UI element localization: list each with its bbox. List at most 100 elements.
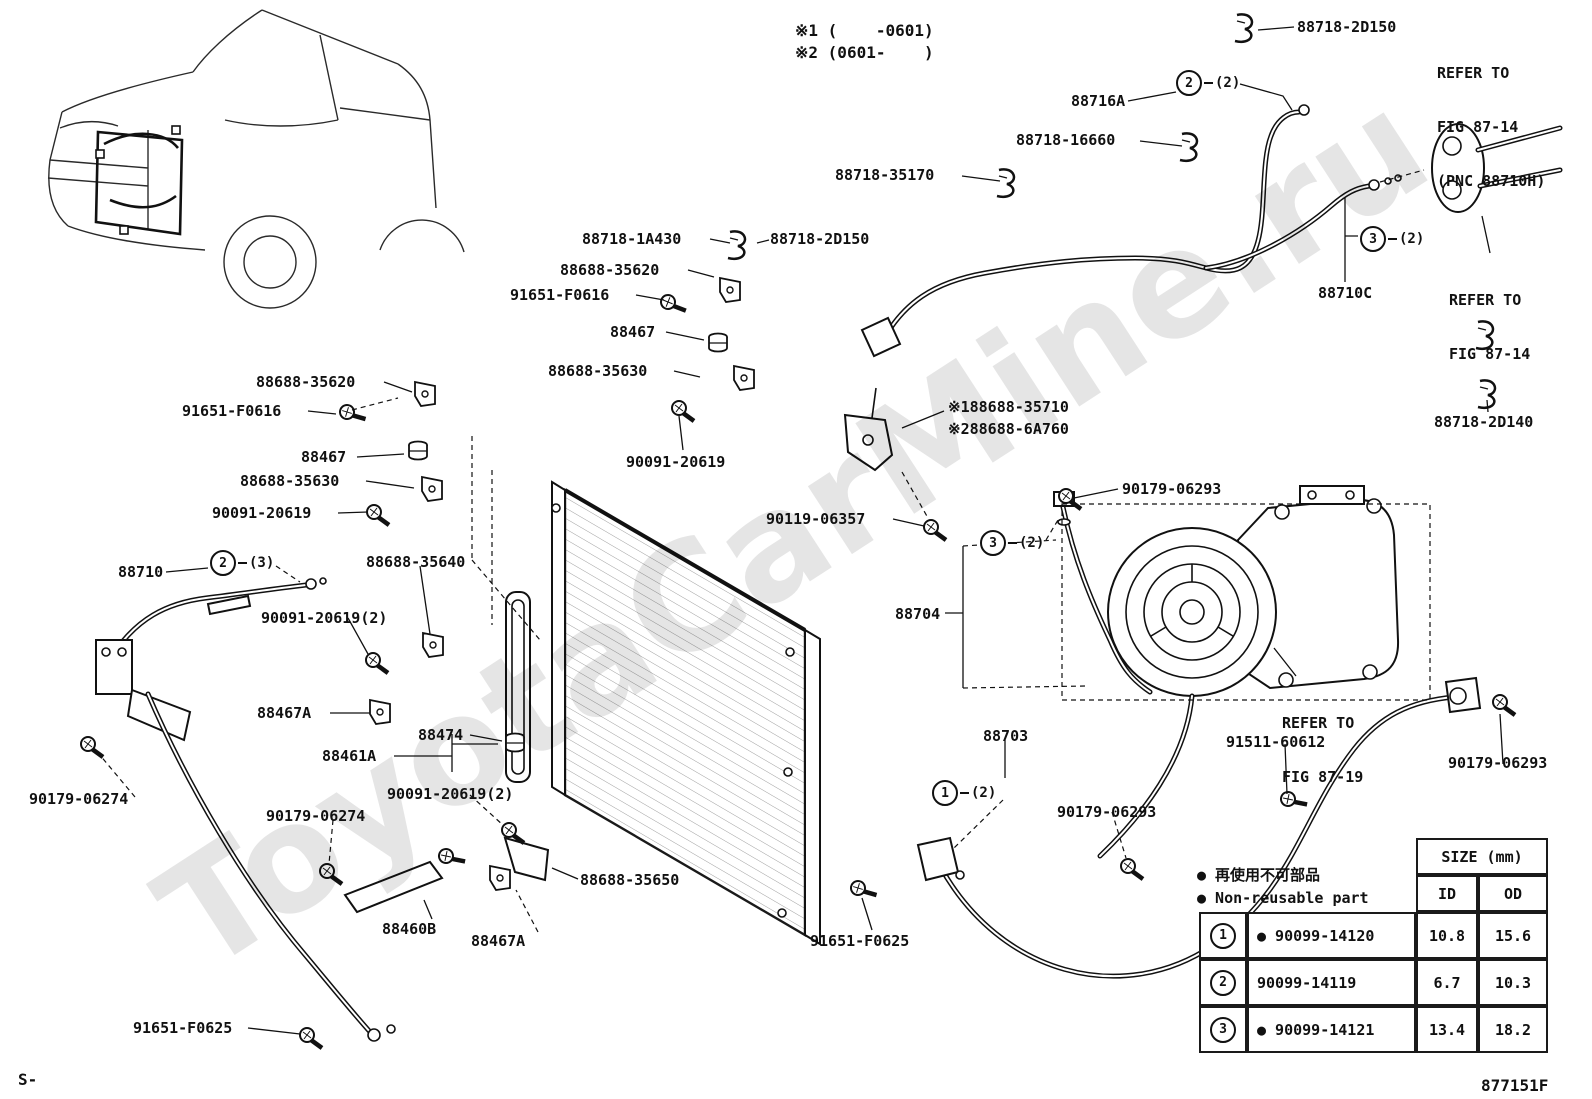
part-label-88688-6a760: ※288688-6A760 [948, 420, 1069, 438]
compressor [1107, 485, 1400, 697]
leader-lines-solid [165, 26, 1504, 1035]
size-table: SIZE (mm) ID OD 1 ● 90099-14120 10.8 15.… [1199, 838, 1548, 1053]
part-label-88710: 88710 [118, 563, 164, 581]
refer-line: REFER TO [1449, 291, 1522, 309]
callout-marker-1: 1 (2) [932, 780, 996, 806]
marker-dash [238, 562, 247, 564]
bottom-pipe [145, 691, 396, 1042]
marker-qty: (2) [1399, 231, 1425, 247]
callout-marker-2b: 2 (3) [210, 550, 274, 576]
part-label-91511-60612: 91511-60612 [1226, 733, 1326, 751]
marker-dash [1388, 238, 1397, 240]
part-label-88718-2d140: 88718-2D140 [1434, 413, 1534, 431]
size-table-col-od: OD [1478, 875, 1548, 912]
part-label-88718-2d150-top: 88718-2D150 [1297, 18, 1397, 36]
part-label-88474: 88474 [418, 726, 464, 744]
callout-marker-2: 2 (2) [1176, 70, 1240, 96]
size-table-row3-od: 18.2 [1478, 1006, 1548, 1053]
part-label-90119-06357: 90119-06357 [766, 510, 866, 528]
pipe-bracket-88688 [843, 387, 894, 472]
circled-number: 1 [1210, 922, 1236, 949]
size-table-row1-id: 10.8 [1416, 912, 1478, 959]
refer-hose-plate [1431, 123, 1563, 213]
size-table-row2-num: 2 [1199, 959, 1247, 1006]
circled-number: 2 [210, 550, 236, 576]
circled-number: 3 [1210, 1016, 1236, 1043]
bracket-88688-35650 [503, 836, 550, 882]
refer-line: FIG 87-14 [1449, 345, 1531, 363]
part-label-91651-f0616-left: 91651-F0616 [182, 402, 282, 420]
part-label-91651-f0616-mid: 91651-F0616 [510, 286, 610, 304]
refer-line: REFER TO [1437, 64, 1510, 82]
refer-note-fig87-14-pnc: REFER TO FIG 87-14 (PNC 88710H) [1437, 28, 1545, 226]
size-table-row2-od: 10.3 [1478, 959, 1548, 1006]
size-table-row2-part: 90099-14119 [1247, 959, 1416, 1006]
size-table-row1-num: 1 [1199, 912, 1247, 959]
part-label-88688-35620-mid: 88688-35620 [560, 261, 660, 279]
applicability-note-1: ※1 ( -0601) [795, 21, 934, 40]
part-label-90179-06293-mid: 90179-06293 [1057, 803, 1157, 821]
part-label-88688-35630-left: 88688-35630 [240, 472, 340, 490]
marker-qty: (2) [971, 785, 997, 801]
refer-note-fig87-14: REFER TO FIG 87-14 [1449, 255, 1530, 399]
part-label-88718-2d150-mid: 88718-2D150 [770, 230, 870, 248]
size-table-col-id: ID [1416, 875, 1478, 912]
marker-qty: (2) [1019, 535, 1045, 551]
callout-marker-3b: 3(2) [980, 530, 1044, 556]
refer-line: FIG 87-19 [1282, 768, 1364, 786]
refer-line: REFER TO [1282, 714, 1355, 732]
discharge-pipe-88710c [860, 104, 1402, 358]
part-label-88688-35620-left: 88688-35620 [256, 373, 356, 391]
part-label-90179-06293-top: 90179-06293 [1122, 480, 1222, 498]
part-label-88467-mid: 88467 [610, 323, 656, 341]
size-table-row1-part: ● 90099-14120 [1247, 912, 1416, 959]
part-label-90179-06274-mid: 90179-06274 [266, 807, 366, 825]
footer-prefix: S- [18, 1070, 38, 1089]
part-label-90091-20619-center: 90091-20619 [626, 453, 726, 471]
part-label-88688-35710: ※188688-35710 [948, 398, 1069, 416]
circled-number: 2 [1210, 969, 1236, 996]
part-label-88718-1a430: 88718-1A430 [582, 230, 682, 248]
marker-qty: (2) [1215, 75, 1241, 91]
part-label-90091-20619-left: 90091-20619 [212, 504, 312, 522]
size-table-row3-part: ● 90099-14121 [1247, 1006, 1416, 1053]
assembly-dashed-box [1061, 503, 1431, 701]
size-table-title: SIZE (mm) [1416, 838, 1548, 875]
clutch-pulley [1107, 527, 1277, 697]
refer-line: FIG 87-14 [1437, 118, 1519, 136]
marker-dash [1008, 542, 1017, 544]
marker-dash [1204, 82, 1213, 84]
marker-qty: (3) [249, 555, 275, 571]
bracket-88460b [343, 860, 444, 914]
circled-number: 2 [1176, 70, 1202, 96]
part-label-88460b: 88460B [382, 920, 437, 938]
part-label-90091-20619-2a: 90091-20619(2) [261, 609, 388, 627]
part-label-90091-20619-2b: 90091-20619(2) [387, 785, 514, 803]
size-table-row1-od: 15.6 [1478, 912, 1548, 959]
size-table-row3-num: 3 [1199, 1006, 1247, 1053]
refer-line: (PNC 88710H) [1437, 172, 1546, 190]
refer-note-fig87-19: REFER TO FIG 87-19 [1282, 678, 1363, 822]
size-table-row2-id: 6.7 [1416, 959, 1478, 1006]
size-table-row3-id: 13.4 [1416, 1006, 1478, 1053]
part-label-88688-35640: 88688-35640 [366, 553, 466, 571]
part-label-88718-16660: 88718-16660 [1016, 131, 1116, 149]
part-label-90179-06274-left: 90179-06274 [29, 790, 129, 808]
part-label-91651-f0625-mid: 91651-F0625 [810, 932, 910, 950]
part-label-91651-f0625-bottom: 91651-F0625 [133, 1019, 233, 1037]
part-label-88718-35170: 88718-35170 [835, 166, 935, 184]
suction-hose-88703 [916, 676, 1482, 979]
legend-en: ● Non-reusable part [1197, 889, 1369, 907]
circled-number: 1 [932, 780, 958, 806]
part-label-88467-left: 88467 [301, 448, 347, 466]
highlighted-ac-harness [94, 125, 184, 236]
part-label-88716a: 88716A [1071, 92, 1126, 110]
part-label-90179-06293-right: 90179-06293 [1448, 754, 1548, 772]
legend-jp: ● 再使用不可部品 [1197, 866, 1321, 884]
marker-dash [960, 792, 969, 794]
applicability-note-2: ※2 (0601- ) [795, 43, 934, 62]
vehicle-sketch [47, 9, 465, 309]
